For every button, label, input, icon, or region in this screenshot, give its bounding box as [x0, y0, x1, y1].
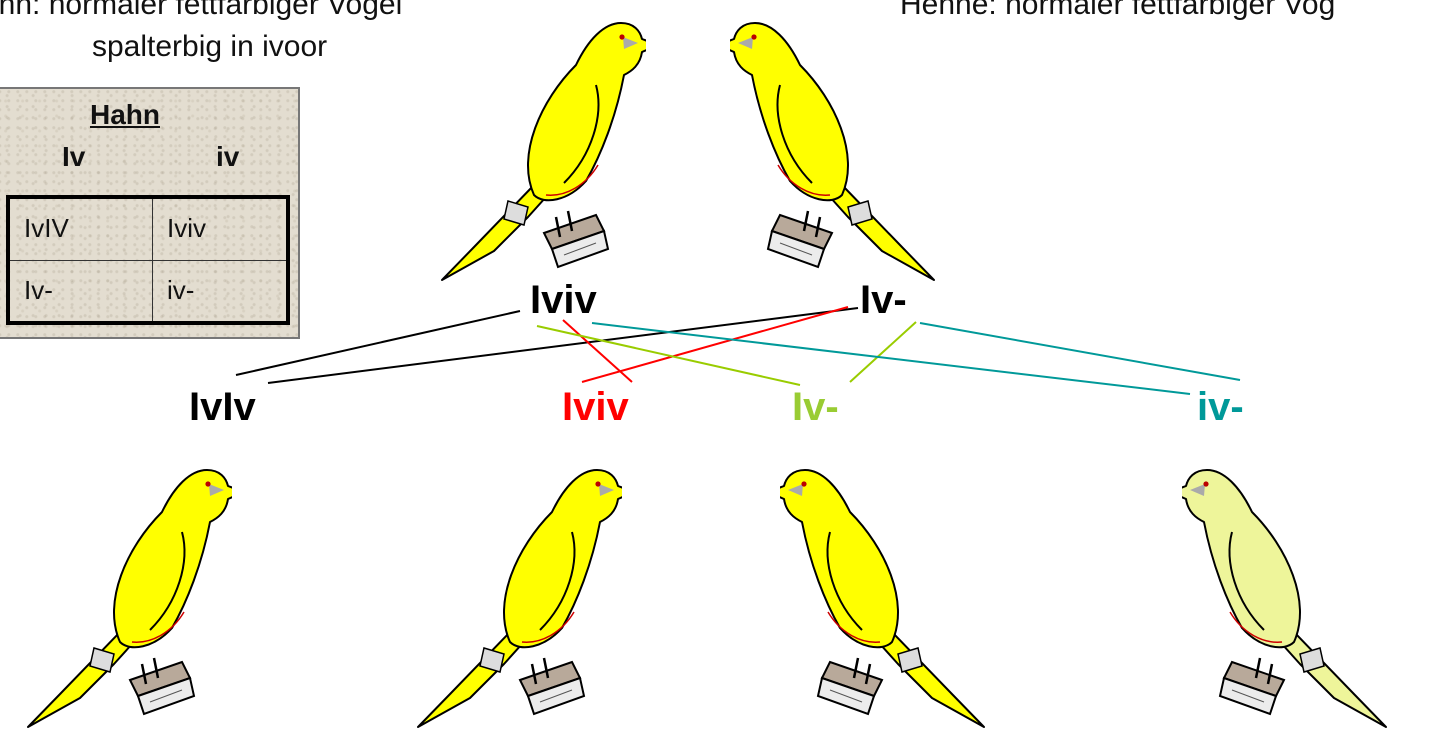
offspring-genotype-1: IvIv	[189, 385, 256, 430]
cross-line	[268, 308, 858, 383]
offspring-canary-2	[412, 452, 622, 732]
cross-line	[537, 326, 800, 385]
cross-line	[563, 320, 632, 382]
offspring-canary-3	[780, 452, 990, 732]
offspring-genotype-2: Iviv	[562, 385, 629, 430]
cross-line	[236, 311, 520, 375]
offspring-canary-4-ivory	[1182, 452, 1392, 732]
offspring-canary-1	[22, 452, 232, 732]
cross-line	[920, 323, 1240, 380]
offspring-genotype-3: Iv-	[792, 385, 839, 430]
cross-line	[850, 322, 916, 382]
offspring-genotype-4: iv-	[1197, 385, 1244, 430]
